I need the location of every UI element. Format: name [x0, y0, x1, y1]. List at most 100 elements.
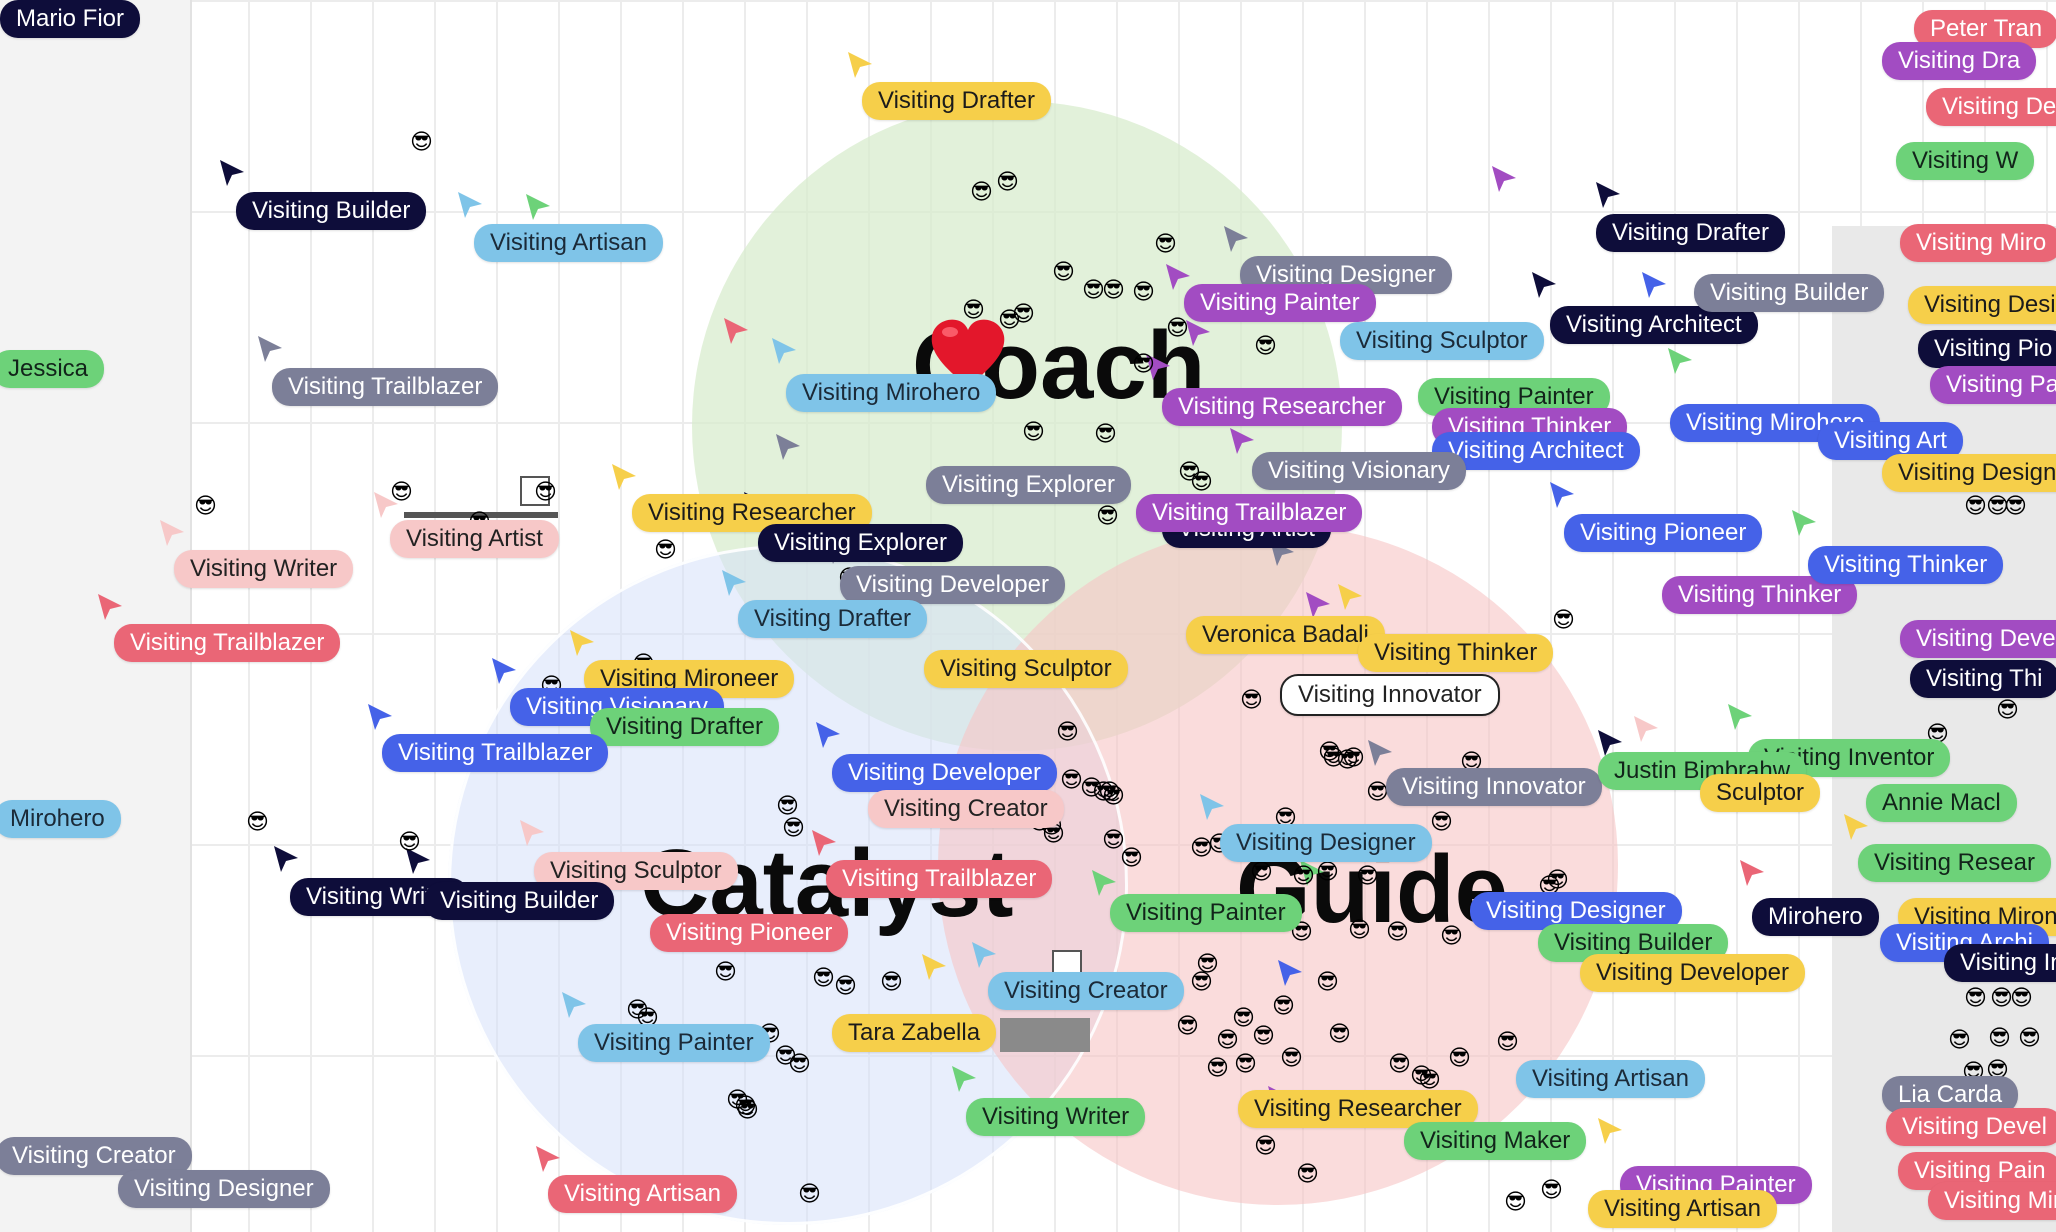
sunglasses-emoji-icon: 😎	[1190, 836, 1213, 861]
collaborator-name-tag: Visiting Explorer	[758, 524, 963, 562]
collaborator-name-tag: Visiting Designer	[1882, 454, 2056, 492]
collaborator-name-tag: Visiting Explorer	[926, 466, 1131, 504]
collaborator-name-tag: Visiting Creator	[868, 790, 1064, 828]
sunglasses-emoji-icon: 😎	[962, 298, 985, 323]
sunglasses-emoji-icon: 😎	[714, 960, 737, 985]
collaborator-name-tag: Mirohero	[0, 800, 121, 838]
collaborator-name-tag: Visiting Desi	[1908, 286, 2056, 324]
sticky-note[interactable]	[520, 476, 550, 506]
collaborator-name-tag: Visiting Miro	[1928, 1182, 2056, 1220]
collaborator-name-tag: Visiting Miro	[1900, 224, 2056, 262]
sunglasses-emoji-icon: 😎	[2010, 986, 2033, 1011]
sunglasses-emoji-icon: 😎	[1366, 780, 1389, 805]
collaborator-name-tag: Visiting Artisan	[474, 224, 663, 262]
collaborator-name-tag: Visiting Trailblazer	[382, 734, 609, 772]
sunglasses-emoji-icon: 😎	[1386, 920, 1409, 945]
collaborator-cursor-icon	[1550, 482, 1574, 508]
sunglasses-emoji-icon: 😎	[1102, 278, 1125, 303]
collaborator-name-tag: Visiting Writer	[966, 1098, 1146, 1136]
sunglasses-emoji-icon: 😎	[1232, 1006, 1255, 1031]
collaborator-name-tag: Visiting Art	[1818, 422, 1963, 460]
collaborator-name-tag: Visiting Visionary	[1252, 452, 1466, 490]
sunglasses-emoji-icon: 😎	[1012, 302, 1035, 327]
collaborator-name-tag: Sculptor	[1700, 774, 1821, 812]
collaborator-name-tag: Visiting Creator	[0, 1137, 192, 1175]
collaborator-name-tag: Visiting Creator	[988, 972, 1184, 1010]
collaborator-name-tag: Visiting Trailblazer	[1136, 494, 1363, 532]
collaborator-name-tag: Visiting Designer	[1220, 824, 1432, 862]
sunglasses-emoji-icon: 😎	[1496, 1030, 1519, 1055]
collaborator-cursor-icon	[1146, 354, 1170, 380]
collaborator-name-tag: Visiting Artisan	[1588, 1190, 1777, 1228]
collaborator-name-tag: Visiting Resear	[1858, 844, 2051, 882]
sunglasses-emoji-icon: 😎	[1102, 828, 1125, 853]
collaborator-name-tag: Visiting W	[1896, 142, 2035, 180]
collaborator-name-tag: Visiting Innova	[1944, 944, 2056, 982]
collaborator-name-tag: Visiting Painter	[1110, 894, 1302, 932]
collaborator-cursor-icon	[526, 194, 550, 220]
collaborator-name-tag: Visiting Builder	[236, 192, 427, 230]
sunglasses-emoji-icon: 😎	[1296, 1162, 1319, 1187]
collaborator-cursor-icon	[724, 318, 748, 344]
sunglasses-emoji-icon: 😎	[1132, 280, 1155, 305]
collaborator-cursor-icon	[274, 846, 298, 872]
collaborator-cursor-icon	[570, 630, 594, 656]
sunglasses-emoji-icon: 😎	[1546, 868, 1569, 893]
sunglasses-emoji-icon: 😎	[1096, 504, 1119, 529]
sunglasses-emoji-icon: 😎	[788, 1052, 811, 1077]
collaborator-cursor-icon	[612, 464, 636, 490]
collaborator-name-tag: Visiting Designer	[1470, 892, 1682, 930]
collaborator-name-tag: Visiting Painter	[1184, 284, 1376, 322]
sunglasses-emoji-icon: 😎	[1120, 846, 1143, 871]
sunglasses-emoji-icon: 😎	[1356, 864, 1379, 889]
sunglasses-emoji-icon: 😎	[1022, 420, 1045, 445]
sunglasses-emoji-icon: 😎	[1988, 1026, 2011, 1051]
collaborator-name-tag: Visiting Drafter	[590, 708, 779, 746]
collaborator-name-tag: Visiting Sculptor	[924, 650, 1128, 688]
collaborator-cursor-icon	[1792, 510, 1816, 536]
sunglasses-emoji-icon: 😎	[1448, 1046, 1471, 1071]
collaborator-name-tag: Visiting Developer	[832, 754, 1057, 792]
sunglasses-emoji-icon: 😎	[1540, 1178, 1563, 1203]
collaborator-cursor-icon	[562, 992, 586, 1018]
collaborator-name-tag: Tara Zabella	[832, 1014, 997, 1052]
sunglasses-emoji-icon: 😎	[1042, 822, 1065, 847]
sunglasses-emoji-icon: 😎	[1166, 316, 1189, 341]
collaborator-name-tag: Visiting Maker	[1404, 1122, 1587, 1160]
sunglasses-emoji-icon: 😎	[1154, 232, 1177, 257]
sunglasses-emoji-icon: 😎	[398, 830, 421, 855]
collaborator-cursor-icon	[536, 1146, 560, 1172]
collaborator-cursor-icon	[1300, 860, 1324, 886]
sunglasses-emoji-icon: 😎	[1176, 1014, 1199, 1039]
sunglasses-emoji-icon: 😎	[1440, 924, 1463, 949]
collaborator-cursor-icon	[1368, 740, 1392, 766]
sunglasses-emoji-icon: 😎	[1990, 986, 2013, 1011]
sunglasses-emoji-icon: 😎	[1316, 970, 1339, 995]
collaborator-cursor-icon	[1224, 226, 1248, 252]
sunglasses-emoji-icon: 😎	[534, 480, 557, 505]
collaborator-cursor-icon	[1740, 860, 1764, 886]
card-edge	[404, 512, 558, 518]
collaborator-cursor-icon	[952, 1066, 976, 1092]
collaborator-name-tag: Visiting Trailblazer	[114, 624, 341, 662]
sunglasses-emoji-icon: 😎	[774, 1044, 797, 1069]
collaborator-cursor-icon	[722, 570, 746, 596]
sunglasses-emoji-icon: 😎	[1280, 1046, 1303, 1071]
collaborator-cursor-icon	[220, 160, 244, 186]
collaborator-cursor-icon	[1598, 1118, 1622, 1144]
collaborator-name-tag: Visiting Writer	[174, 550, 354, 588]
sunglasses-emoji-icon: 😎	[654, 538, 677, 563]
collaborator-name-tag: Visiting Thinker	[1358, 634, 1554, 672]
collaborator-name-tag: Visiting Artist	[390, 520, 559, 558]
collaborator-name-tag: Visiting Artisan	[548, 1175, 737, 1213]
sunglasses-emoji-icon: 😎	[1098, 780, 1121, 805]
collaborator-cursor-icon	[520, 820, 544, 846]
sunglasses-emoji-icon: 😎	[1964, 986, 1987, 1011]
heart-icon	[931, 319, 1005, 386]
sunglasses-emoji-icon: 😎	[1080, 776, 1103, 801]
sunglasses-emoji-icon: 😎	[1060, 768, 1083, 793]
sunglasses-emoji-icon: 😎	[1252, 1024, 1275, 1049]
sunglasses-emoji-icon: 😎	[1322, 746, 1345, 771]
collaborator-name-tag: Visiting Devel	[1886, 1108, 2056, 1146]
